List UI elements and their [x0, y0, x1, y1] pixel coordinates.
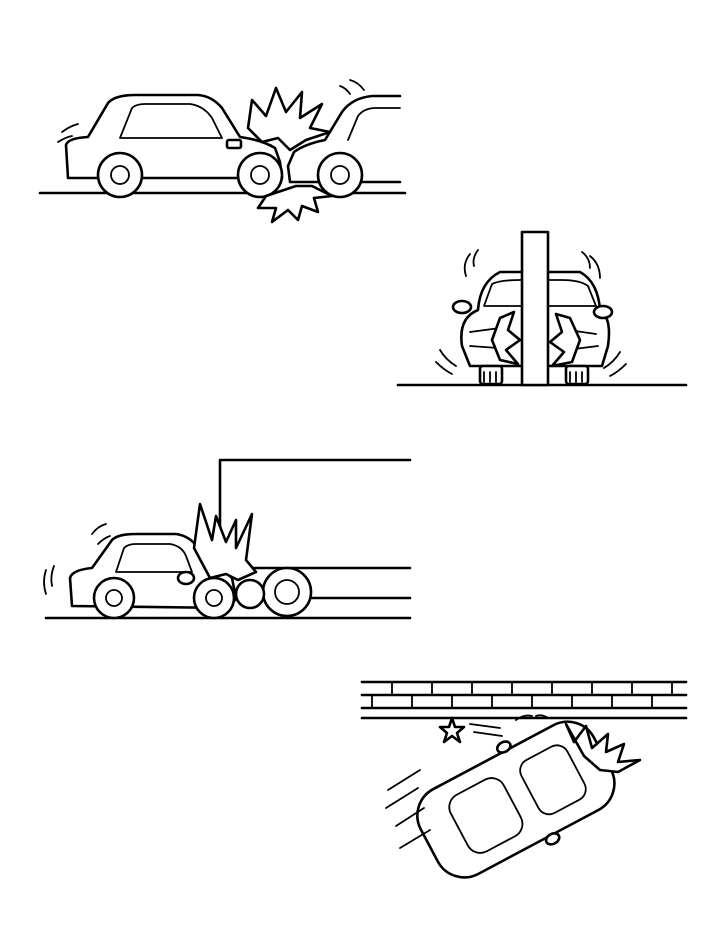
motion-lines — [385, 769, 431, 849]
impact-burst-icon — [192, 502, 258, 582]
scene-underride-collision — [43, 458, 412, 620]
impact-burst-icon — [246, 86, 332, 152]
pole-icon — [520, 230, 550, 387]
motion-lines — [435, 349, 627, 377]
car-icon — [64, 93, 284, 199]
motion-lines — [57, 123, 79, 143]
impact-burst-icon — [490, 310, 522, 366]
motion-lines — [469, 714, 549, 737]
car-icon — [286, 79, 402, 199]
impact-burst-icon — [564, 722, 642, 774]
motion-lines — [43, 523, 111, 595]
car-icon — [68, 532, 238, 620]
star-icon — [438, 716, 466, 744]
motion-lines — [463, 249, 601, 279]
impact-burst-icon — [548, 312, 582, 368]
car-front-icon — [451, 270, 614, 386]
scene-wall-side-collision — [360, 680, 688, 879]
scene-head-on-collision — [38, 79, 407, 224]
scene-pole-collision — [396, 230, 688, 387]
impact-burst-icon — [256, 184, 334, 224]
brick-wall-icon — [360, 680, 688, 720]
car-top-view-icon — [416, 720, 616, 879]
